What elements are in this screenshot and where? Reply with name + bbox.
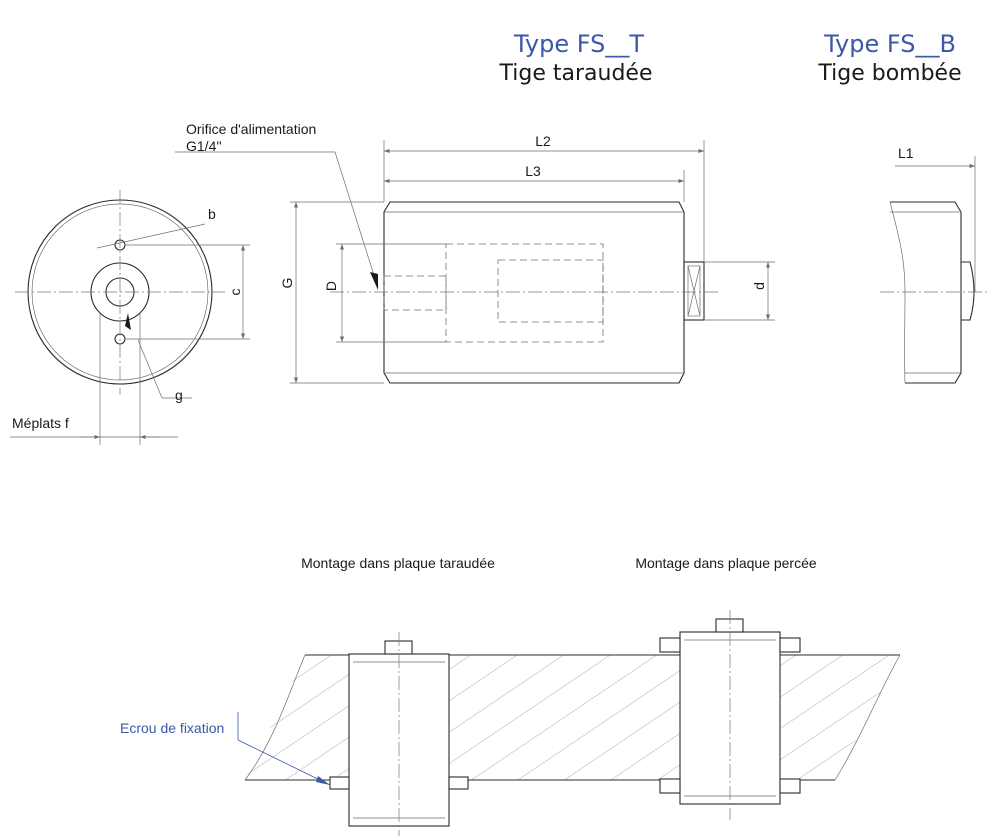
front-view (10, 190, 250, 445)
label-meplats: Méplats f (12, 415, 69, 431)
cylinder-tapped-mount (329, 632, 469, 836)
type-b-title: Type FS__B (823, 30, 956, 58)
domed-rod (961, 261, 975, 321)
rod-end (683, 261, 705, 321)
label-d: d (751, 282, 767, 290)
mount-tapped-caption: Montage dans plaque taraudée (301, 555, 495, 571)
mount-drilled-caption: Montage dans plaque percée (635, 555, 817, 571)
label-G: G (279, 278, 295, 289)
cylinder-body (383, 201, 685, 384)
label-g: g (175, 387, 183, 403)
type-b-subtitle: Tige bombée (817, 61, 961, 86)
type-t-subtitle: Tige taraudée (499, 61, 653, 86)
type-t-title: Type FS__T (513, 30, 644, 58)
label-orifice-line2: G1/4'' (186, 138, 222, 154)
label-L1: L1 (898, 145, 914, 161)
label-c: c (227, 289, 243, 296)
label-orifice-line1: Orifice d'alimentation (186, 121, 316, 137)
label-L2: L2 (535, 133, 551, 149)
label-D: D (323, 281, 339, 291)
mounting-plate (244, 654, 901, 781)
side-view-type-b (880, 156, 990, 384)
cylinder-drilled-mount (659, 610, 801, 820)
side-view-type-t (175, 140, 775, 384)
label-L3: L3 (525, 163, 541, 179)
nut-label: Ecrou de fixation (120, 720, 224, 736)
label-b: b (208, 206, 216, 222)
